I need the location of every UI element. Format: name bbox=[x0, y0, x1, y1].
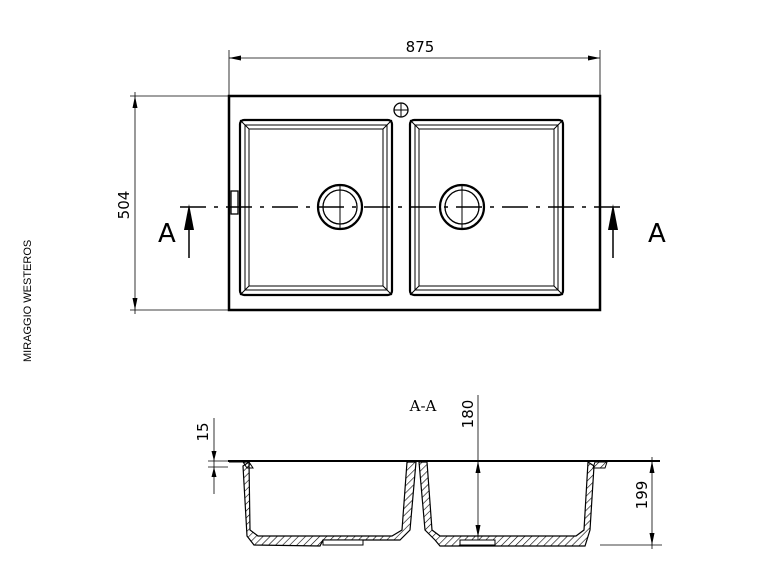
top-view: 875 504 bbox=[115, 38, 666, 314]
left-bowl-profile bbox=[229, 460, 417, 547]
rim-thickness-value: 15 bbox=[194, 422, 212, 441]
section-label: A-A bbox=[409, 397, 437, 415]
depth-dimension: 504 bbox=[115, 92, 229, 314]
section-mark-right: A bbox=[648, 219, 666, 249]
section-arrow-left: A bbox=[158, 204, 194, 258]
sink-outline bbox=[227, 94, 602, 312]
bowl-depth-value: 180 bbox=[459, 400, 477, 429]
width-value: 875 bbox=[406, 38, 435, 56]
right-bowl-profile bbox=[418, 460, 608, 547]
depth-value: 504 bbox=[115, 191, 133, 220]
width-dimension: 875 bbox=[228, 38, 601, 96]
product-title: MIRAGGIO WESTEROS bbox=[22, 240, 34, 362]
tap-hole bbox=[393, 102, 409, 118]
rim-thickness-dimension: 15 bbox=[194, 418, 228, 494]
height-dimension: 199 bbox=[600, 457, 662, 549]
section-view: A-A 180 199 15 bbox=[194, 395, 662, 549]
overflow-slot bbox=[230, 190, 239, 215]
bowl-depth-dimension: 180 bbox=[459, 395, 481, 540]
section-arrow-right: A bbox=[608, 204, 666, 258]
height-value: 199 bbox=[633, 481, 651, 510]
section-mark-left: A bbox=[158, 219, 176, 249]
